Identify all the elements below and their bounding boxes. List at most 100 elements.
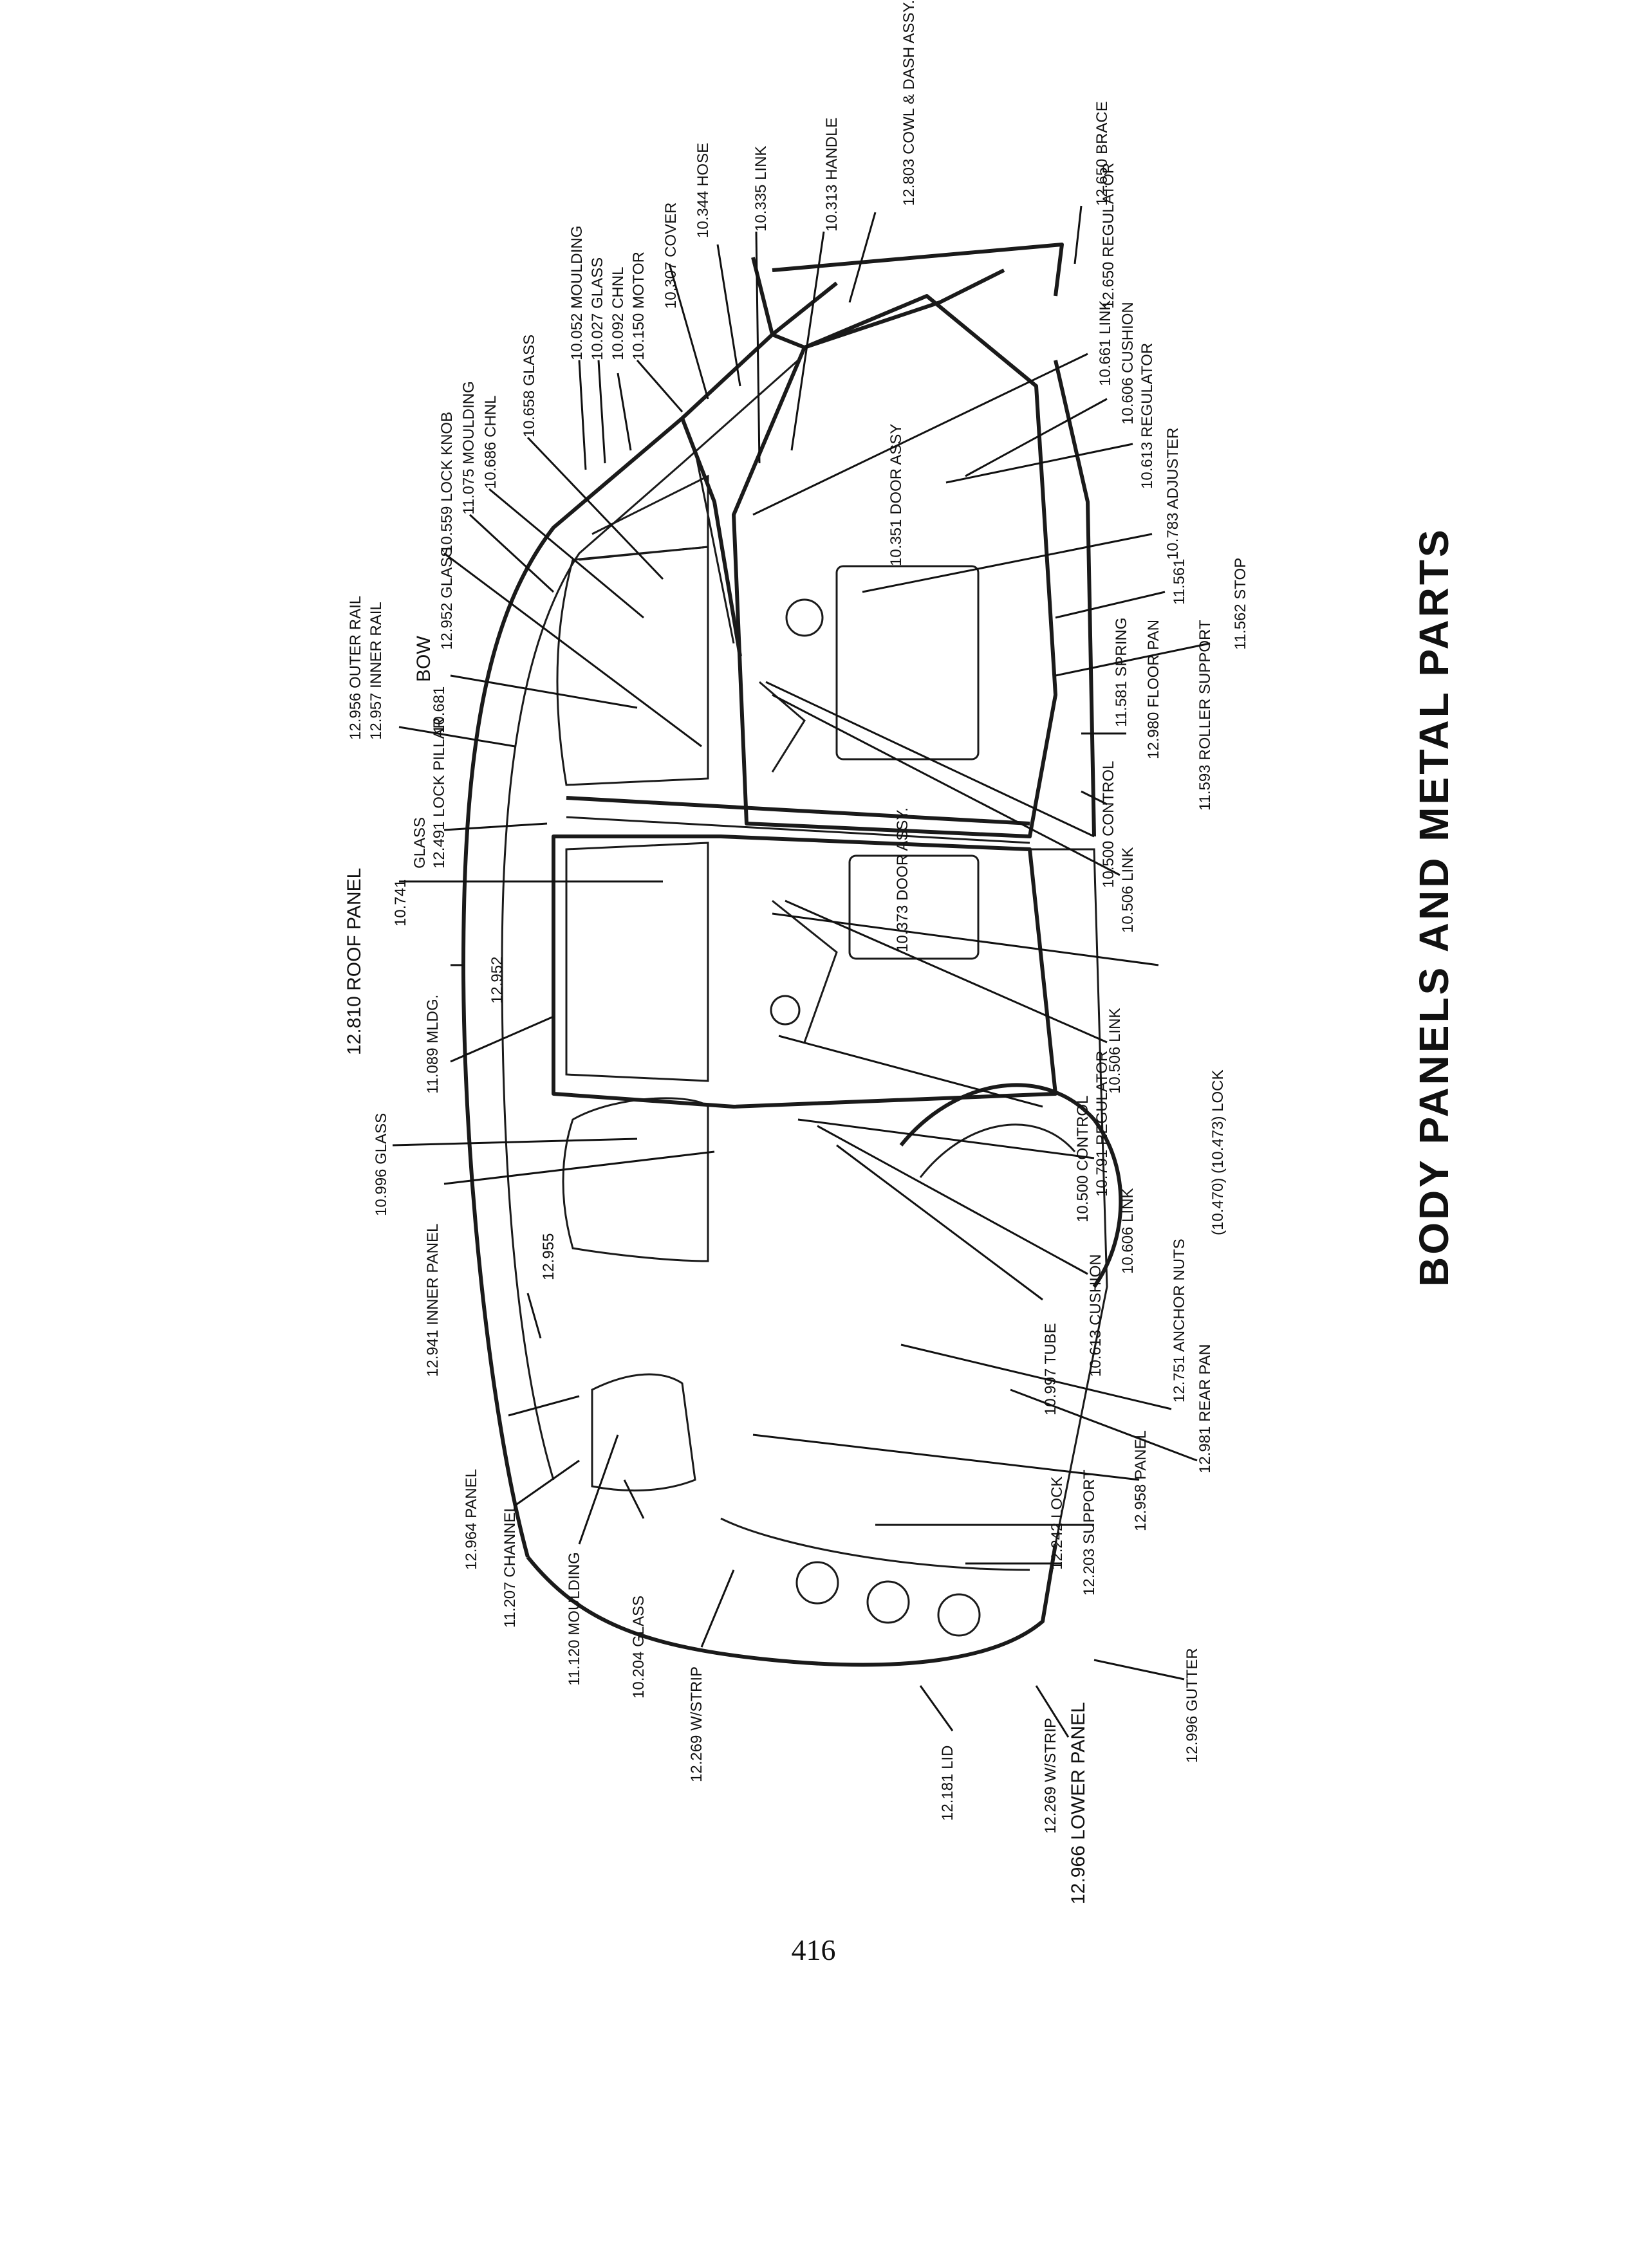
label-10681: 10.681 [431, 687, 448, 733]
trunk-hole-1 [795, 1561, 839, 1605]
b-pillar [566, 796, 1030, 825]
label-support-12203: 12.203 SUPPORT [1081, 1470, 1098, 1596]
leader-l35 [1035, 1685, 1070, 1738]
label-spring: 11.581 SPRING [1113, 618, 1130, 727]
label-channel-11207: 11.207 CHANNEL [501, 1504, 519, 1628]
door-inner-panel-opening-2 [835, 565, 980, 761]
leader-l01 [1074, 205, 1083, 264]
label-cover: 10.307 COVER [662, 203, 680, 309]
label-stop: 11.562 STOP [1232, 558, 1249, 650]
leader-l05 [716, 244, 741, 387]
windshield-frame [680, 417, 742, 657]
leader-l43 [836, 1144, 1043, 1301]
rear-door-regulator-arm [772, 899, 838, 1043]
floor-pan [1030, 848, 1108, 1545]
rear-door-window [565, 842, 709, 1082]
label-link-10661: 10.661 LINK [1097, 300, 1114, 386]
label-cushion-10613: 10.613 CUSHION [1087, 1254, 1104, 1377]
label-bow: BOW [413, 636, 434, 682]
rear-door-outline [552, 834, 1057, 1109]
label-lock-10470: (10.470) (10.473) LOCK [1209, 1070, 1227, 1235]
leader-l11 [526, 436, 664, 580]
leader-l49 [785, 899, 1108, 1044]
leader-l03 [790, 231, 825, 451]
b-pillar-inner [566, 816, 1030, 844]
leader-l59 [945, 443, 1133, 484]
label-panel-12964: 12.964 PANEL [463, 1469, 480, 1570]
trunk-hole-2 [866, 1580, 910, 1624]
leader-l51 [772, 694, 1120, 876]
leader-l47 [778, 1035, 1043, 1108]
leader-l33 [700, 1569, 735, 1648]
door-hole-2 [770, 995, 801, 1026]
label-gutter: 12.996 GUTTER [1184, 1648, 1201, 1763]
label-glass-10996: 10.996 GLASS [373, 1113, 390, 1216]
leader-l40 [752, 1434, 1140, 1481]
label-door-assy-10373: 10.373 DOOR ASSY. [894, 807, 911, 952]
leader-l17 [398, 726, 516, 748]
leader-l41 [1010, 1388, 1198, 1462]
leader-l25 [450, 1015, 554, 1063]
leader-l31 [578, 1434, 619, 1545]
page-title: BODY PANELS AND METAL PARTS [1411, 527, 1457, 1287]
label-brace: 12.650 BRACE [1093, 101, 1111, 206]
leader-l37 [1093, 1659, 1185, 1681]
leader-l27 [526, 1293, 542, 1339]
label-panel-12958: 12.958 PANEL [1132, 1430, 1149, 1531]
roof-outline [461, 281, 838, 1558]
leader-l42 [900, 1343, 1172, 1410]
rear-window [591, 1373, 696, 1492]
leader-l52 [765, 681, 1095, 838]
page-number: 416 [791, 1933, 836, 1966]
label-glass-10027: 10.027 GLASS [589, 257, 606, 360]
vehicle-body-illustration [461, 243, 1123, 1667]
leader-l44 [817, 1125, 1088, 1275]
label-floor-pan: 12.980 FLOOR PAN [1145, 620, 1162, 759]
leader-l60 [965, 398, 1108, 477]
label-10741: 10.741 [392, 880, 409, 927]
rear-deck-outline [526, 1544, 1057, 1667]
quarter-window [562, 1097, 709, 1262]
leader-l61 [752, 353, 1088, 516]
label-moulding-11075: 11.075 MOULDING [460, 381, 478, 515]
label-regulator-10791: 10.791 REGULATOR [1093, 1051, 1111, 1197]
label-outer-rail: 12.956 OUTER RAIL [347, 596, 364, 740]
leader-l07 [636, 360, 683, 412]
label-moulding-11120: 11.120 MOULDING [566, 1552, 583, 1686]
leader-l20 [443, 822, 548, 831]
label-door-assy-10351: 10.351 DOOR ASSY [888, 424, 905, 566]
label-chnl-10686: 10.686 CHNL [482, 396, 499, 489]
leader-l28 [443, 1150, 715, 1185]
leader-l34 [919, 1685, 954, 1731]
front-door-window [556, 546, 709, 786]
leader-l58 [862, 533, 1153, 593]
label-cowl-dash: 12.803 COWL & DASH ASSY. [900, 0, 918, 206]
leader-l26 [392, 1138, 638, 1147]
label-adjuster: 10.783 ADJUSTER [1164, 428, 1182, 560]
label-inner-panel: 12.941 INNER PANEL [424, 1224, 442, 1377]
leader-l10 [578, 360, 587, 470]
label-wstrip-12269-a: 12.269 W/STRIP [688, 1666, 705, 1782]
label-link-10335: 10.335 LINK [752, 146, 770, 232]
label-roof-panel: 12.810 ROOF PANEL [344, 868, 365, 1055]
label-lower-panel: 12.966 LOWER PANEL [1068, 1702, 1089, 1904]
front-door-regulator-arm [759, 681, 806, 773]
label-cushion-10606: 10.606 CUSHION [1119, 302, 1137, 425]
label-moulding-10052: 10.052 MOULDING [568, 226, 586, 360]
label-anchor-nuts: 12.751 ANCHOR NUTS [1171, 1239, 1188, 1403]
leader-l19 [450, 674, 638, 709]
roof-inner-rail [501, 359, 799, 1480]
leader-l57 [1055, 591, 1166, 619]
leader-l04 [755, 231, 761, 464]
leader-l32 [623, 1479, 645, 1519]
trunk-hole-3 [937, 1593, 981, 1637]
label-lock-pillar: 12.491 LOCK PILLAR [431, 717, 448, 869]
front-door-outline [732, 294, 1057, 838]
leader-l29 [508, 1395, 580, 1417]
label-12952: 12.952 [488, 957, 506, 1004]
leader-l56 [1055, 642, 1211, 677]
label-link-10606: 10.606 LINK [1119, 1188, 1137, 1274]
label-glass-10658: 10.658 GLASS [521, 335, 538, 438]
label-hose: 10.344 HOSE [694, 143, 712, 238]
